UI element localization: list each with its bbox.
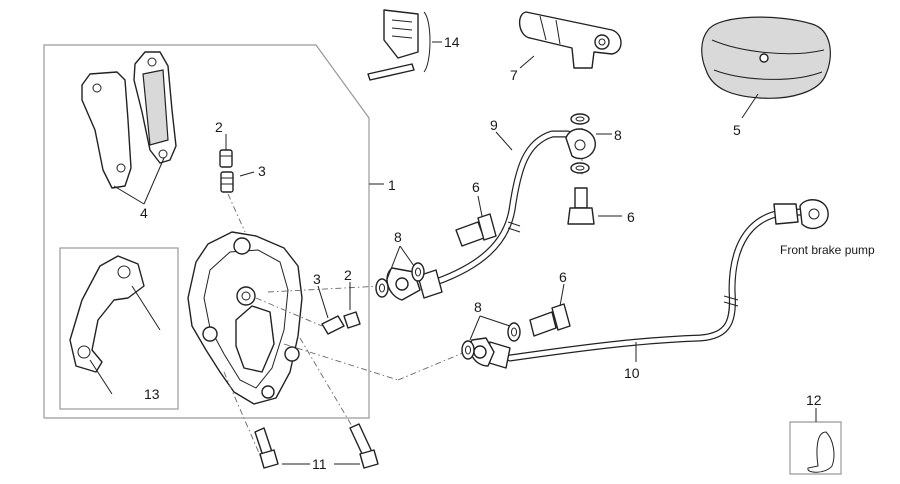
brake-pads [81, 51, 177, 189]
bleed-valve-right [255, 297, 361, 335]
clip-inset-frame [789, 421, 842, 475]
bleed-cap-top [219, 149, 246, 233]
leader-lines [113, 41, 817, 465]
callout-6-right: 6 [627, 209, 635, 225]
callout-5: 5 [733, 122, 741, 138]
callout-labels: 1 2 2 3 3 4 5 6 6 6 7 8 8 8 9 10 11 12 1… [140, 34, 875, 472]
callout-2-top: 2 [215, 119, 223, 135]
callout-1: 1 [388, 177, 396, 193]
callout-11: 11 [312, 456, 327, 472]
callout-13: 13 [144, 386, 160, 402]
callout-3-top: 3 [258, 163, 266, 179]
lower-brake-hose [469, 199, 829, 369]
callout-10: 10 [624, 365, 640, 381]
sealing-washers [375, 113, 590, 360]
caliper-bracket [69, 255, 161, 395]
upper-brake-hose [386, 128, 596, 301]
callout-6-lower: 6 [559, 269, 567, 285]
callout-8-left: 8 [394, 229, 402, 245]
callout-2-right: 2 [344, 267, 352, 283]
assembly-axis-lines [267, 128, 583, 381]
callout-6-left: 6 [472, 179, 480, 195]
pad-pin-and-clip [367, 9, 431, 81]
front-brake-pump-label: Front brake pump [780, 243, 875, 257]
caliper-screws [223, 337, 379, 469]
callout-8-top: 8 [614, 127, 622, 143]
caliper-assembly-frame [43, 44, 842, 475]
callout-9: 9 [490, 117, 498, 133]
callout-12: 12 [806, 392, 822, 408]
t-connector [519, 11, 622, 69]
callout-8-lower: 8 [474, 299, 482, 315]
callout-4: 4 [140, 205, 148, 221]
protective-cover [701, 16, 831, 99]
brake-caliper-body [187, 231, 303, 405]
banjo-bolts [455, 187, 595, 337]
callout-3-right: 3 [313, 271, 321, 287]
callout-14: 14 [444, 34, 460, 50]
spring-clip [807, 431, 835, 473]
bracket-inset-frame [59, 247, 179, 410]
callout-7: 7 [510, 67, 518, 83]
